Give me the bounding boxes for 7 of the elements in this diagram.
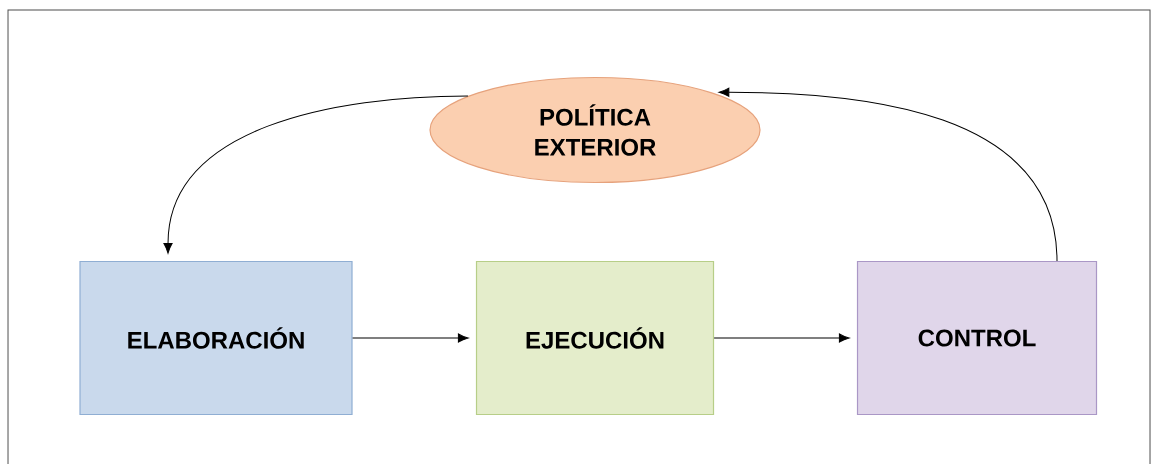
arrow xyxy=(718,87,1058,262)
arrow xyxy=(713,333,850,343)
arrow xyxy=(163,95,469,254)
arrow xyxy=(352,333,469,343)
process-box: CONTROL xyxy=(856,260,1098,416)
process-box: ELABORACIÓN xyxy=(79,260,353,416)
process-box: EJECUCIÓN xyxy=(475,260,715,416)
